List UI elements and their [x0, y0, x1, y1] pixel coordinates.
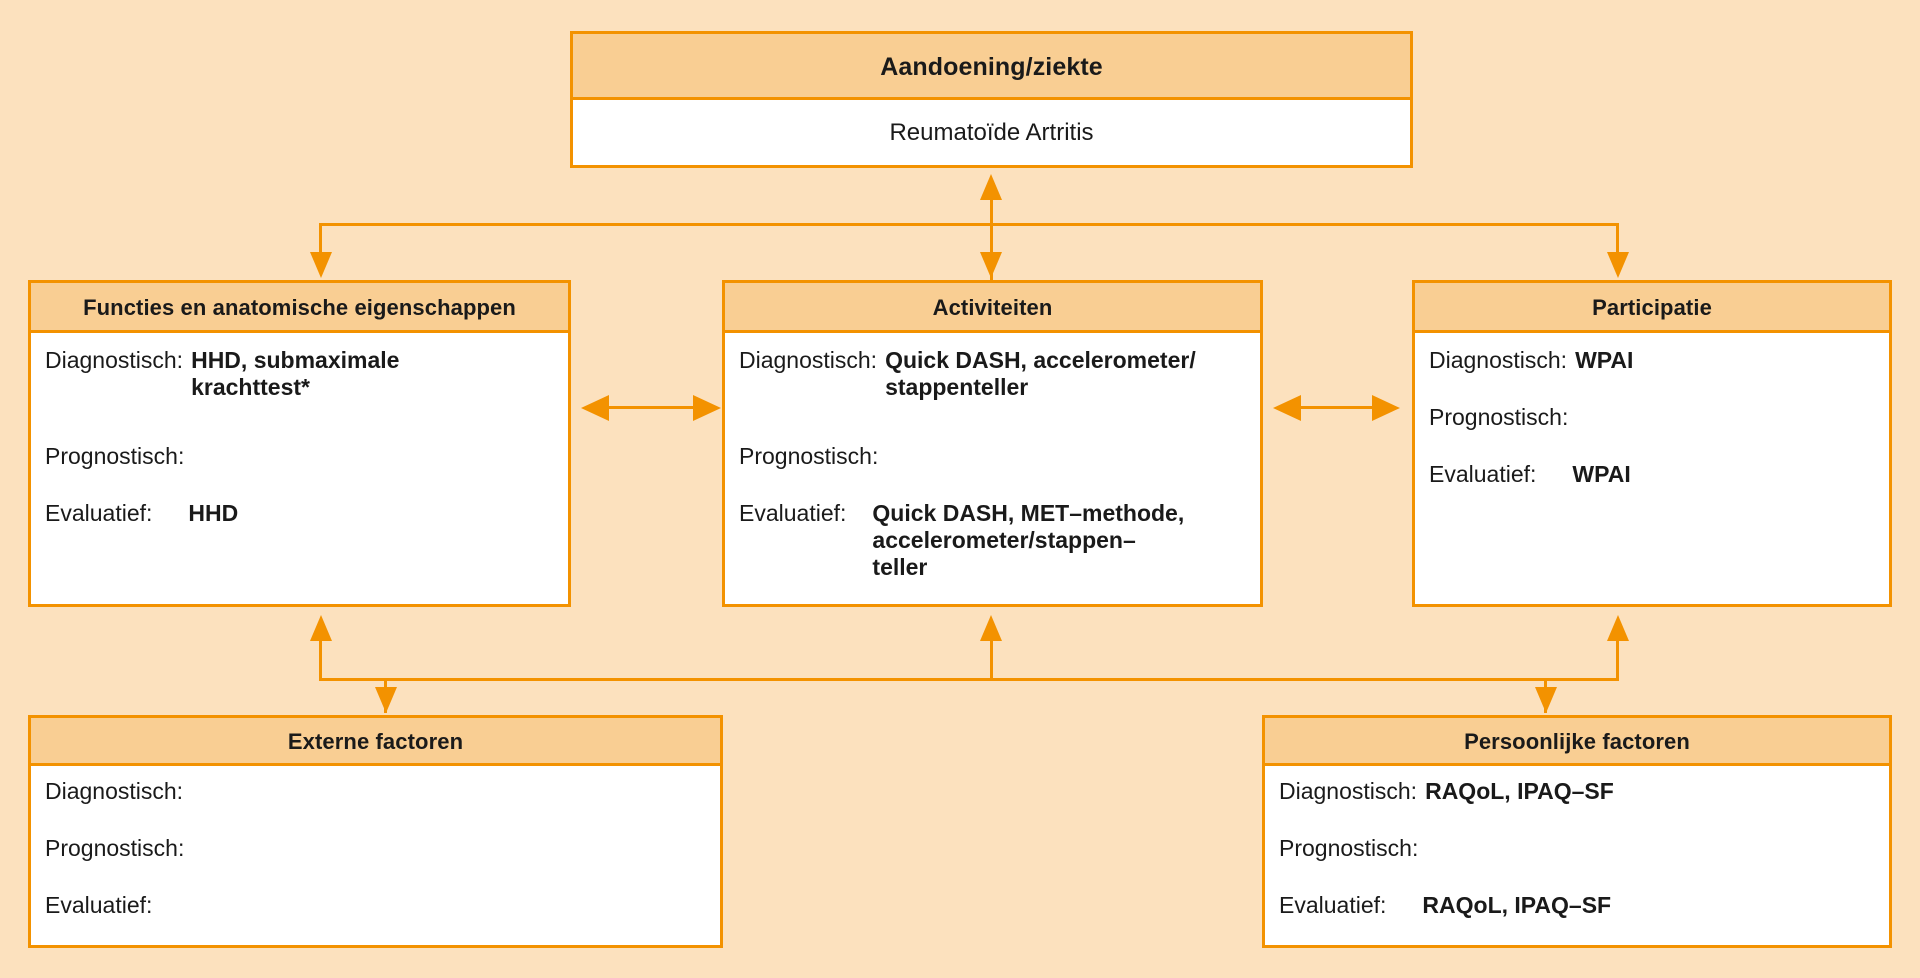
line-participation-down	[1616, 641, 1619, 680]
arrow-up-functions-bottom	[310, 615, 332, 641]
row-label: Diagnostisch:	[1429, 347, 1568, 373]
row-label: Diagnostisch:	[45, 347, 184, 373]
box-condition-value: Reumatoïde Artritis	[573, 100, 1410, 165]
row-label: Prognostisch:	[1279, 834, 1419, 861]
row-diagnostisch: Diagnostisch:	[31, 778, 720, 805]
box-condition-header: Aandoening/ziekte	[573, 34, 1410, 100]
box-functions-header: Functies en anatomische eigenschappen	[31, 283, 568, 333]
row-value: WPAI	[1572, 460, 1631, 487]
line-functions-down	[319, 641, 322, 680]
row-evaluatief: Evaluatief: WPAI	[1415, 461, 1889, 488]
bus-top-right-drop	[1616, 223, 1619, 258]
arrow-up-participation-bottom	[1607, 615, 1629, 641]
row-evaluatief: Evaluatief: RAQoL, IPAQ–SF	[1265, 892, 1889, 919]
line-activities-down	[990, 641, 993, 680]
row-evaluatief: Evaluatief:	[31, 892, 720, 919]
arrow-down-external	[375, 687, 397, 713]
box-condition[interactable]: Aandoening/ziekte Reumatoïde Artritis	[570, 31, 1413, 168]
arrow-down-participation	[1607, 252, 1629, 278]
row-prognostisch: Prognostisch:	[31, 835, 720, 862]
row-label: Diagnostisch:	[45, 778, 184, 804]
row-label: Evaluatief:	[45, 891, 153, 918]
box-personal-factors-header: Persoonlijke factoren	[1265, 718, 1889, 766]
arrow-right-activities-left	[693, 395, 721, 421]
row-label: Prognostisch:	[739, 442, 879, 469]
row-label: Diagnostisch:	[739, 347, 878, 373]
row-value: WPAI	[1575, 347, 1634, 373]
arrow-down-functions	[310, 252, 332, 278]
row-label: Evaluatief:	[45, 499, 153, 526]
arrow-up-activities-bottom	[980, 615, 1002, 641]
arrow-right-participation	[1372, 395, 1400, 421]
arrow-down-personal	[1535, 687, 1557, 713]
row-label: Prognostisch:	[45, 834, 185, 861]
box-personal-factors-body: Diagnostisch: RAQoL, IPAQ–SF Prognostisc…	[1265, 766, 1889, 945]
row-label: Evaluatief:	[739, 499, 847, 526]
row-value: HHD	[188, 499, 239, 526]
row-diagnostisch: Diagnostisch: Quick DASH, accelerometer/…	[725, 347, 1260, 401]
box-personal-factors[interactable]: Persoonlijke factoren Diagnostisch: RAQo…	[1262, 715, 1892, 948]
box-participation-body: Diagnostisch: WPAI Prognostisch: Evaluat…	[1415, 333, 1889, 604]
box-participation-header: Participatie	[1415, 283, 1889, 333]
box-external-factors-body: Diagnostisch: Prognostisch: Evaluatief:	[31, 766, 720, 945]
box-participation[interactable]: Participatie Diagnostisch: WPAI Prognost…	[1412, 280, 1892, 607]
row-prognostisch: Prognostisch:	[1415, 404, 1889, 431]
row-diagnostisch: Diagnostisch: WPAI	[1415, 347, 1889, 374]
line-activities-participation	[1292, 406, 1384, 409]
line-functions-activities	[600, 406, 705, 409]
row-prognostisch: Prognostisch:	[31, 443, 568, 470]
box-external-factors[interactable]: Externe factoren Diagnostisch: Prognosti…	[28, 715, 723, 948]
box-functions-body: Diagnostisch: HHD, submaximale krachttes…	[31, 333, 568, 604]
row-value: Quick DASH, accelerometer/ stappenteller	[885, 347, 1196, 400]
row-diagnostisch: Diagnostisch: RAQoL, IPAQ–SF	[1265, 778, 1889, 805]
row-label: Prognostisch:	[45, 442, 185, 469]
box-activities-body: Diagnostisch: Quick DASH, accelerometer/…	[725, 333, 1260, 604]
arrow-down-activities	[980, 252, 1002, 278]
row-label: Diagnostisch:	[1279, 778, 1418, 804]
bus-bottom-horizontal	[319, 678, 1619, 681]
arrow-up-condition	[980, 174, 1002, 200]
box-activities-header: Activiteiten	[725, 283, 1260, 333]
row-prognostisch: Prognostisch:	[725, 443, 1260, 470]
bus-top-left-drop	[319, 223, 322, 258]
row-value: RAQoL, IPAQ–SF	[1422, 891, 1612, 918]
row-value: HHD, submaximale krachttest*	[191, 347, 400, 400]
row-evaluatief: Evaluatief: HHD	[31, 500, 568, 527]
row-prognostisch: Prognostisch:	[1265, 835, 1889, 862]
row-label: Prognostisch:	[1429, 403, 1569, 430]
box-activities[interactable]: Activiteiten Diagnostisch: Quick DASH, a…	[722, 280, 1263, 607]
bus-top-horizontal	[319, 223, 1619, 226]
box-functions[interactable]: Functies en anatomische eigenschappen Di…	[28, 280, 571, 607]
row-diagnostisch: Diagnostisch: HHD, submaximale krachttes…	[31, 347, 568, 401]
row-evaluatief: Evaluatief: Quick DASH, MET–methode, acc…	[725, 500, 1260, 581]
box-external-factors-header: Externe factoren	[31, 718, 720, 766]
row-value: Quick DASH, MET–methode, accelerometer/s…	[872, 499, 1185, 580]
row-label: Evaluatief:	[1279, 891, 1387, 918]
row-label: Evaluatief:	[1429, 460, 1537, 487]
row-value: RAQoL, IPAQ–SF	[1425, 778, 1614, 804]
